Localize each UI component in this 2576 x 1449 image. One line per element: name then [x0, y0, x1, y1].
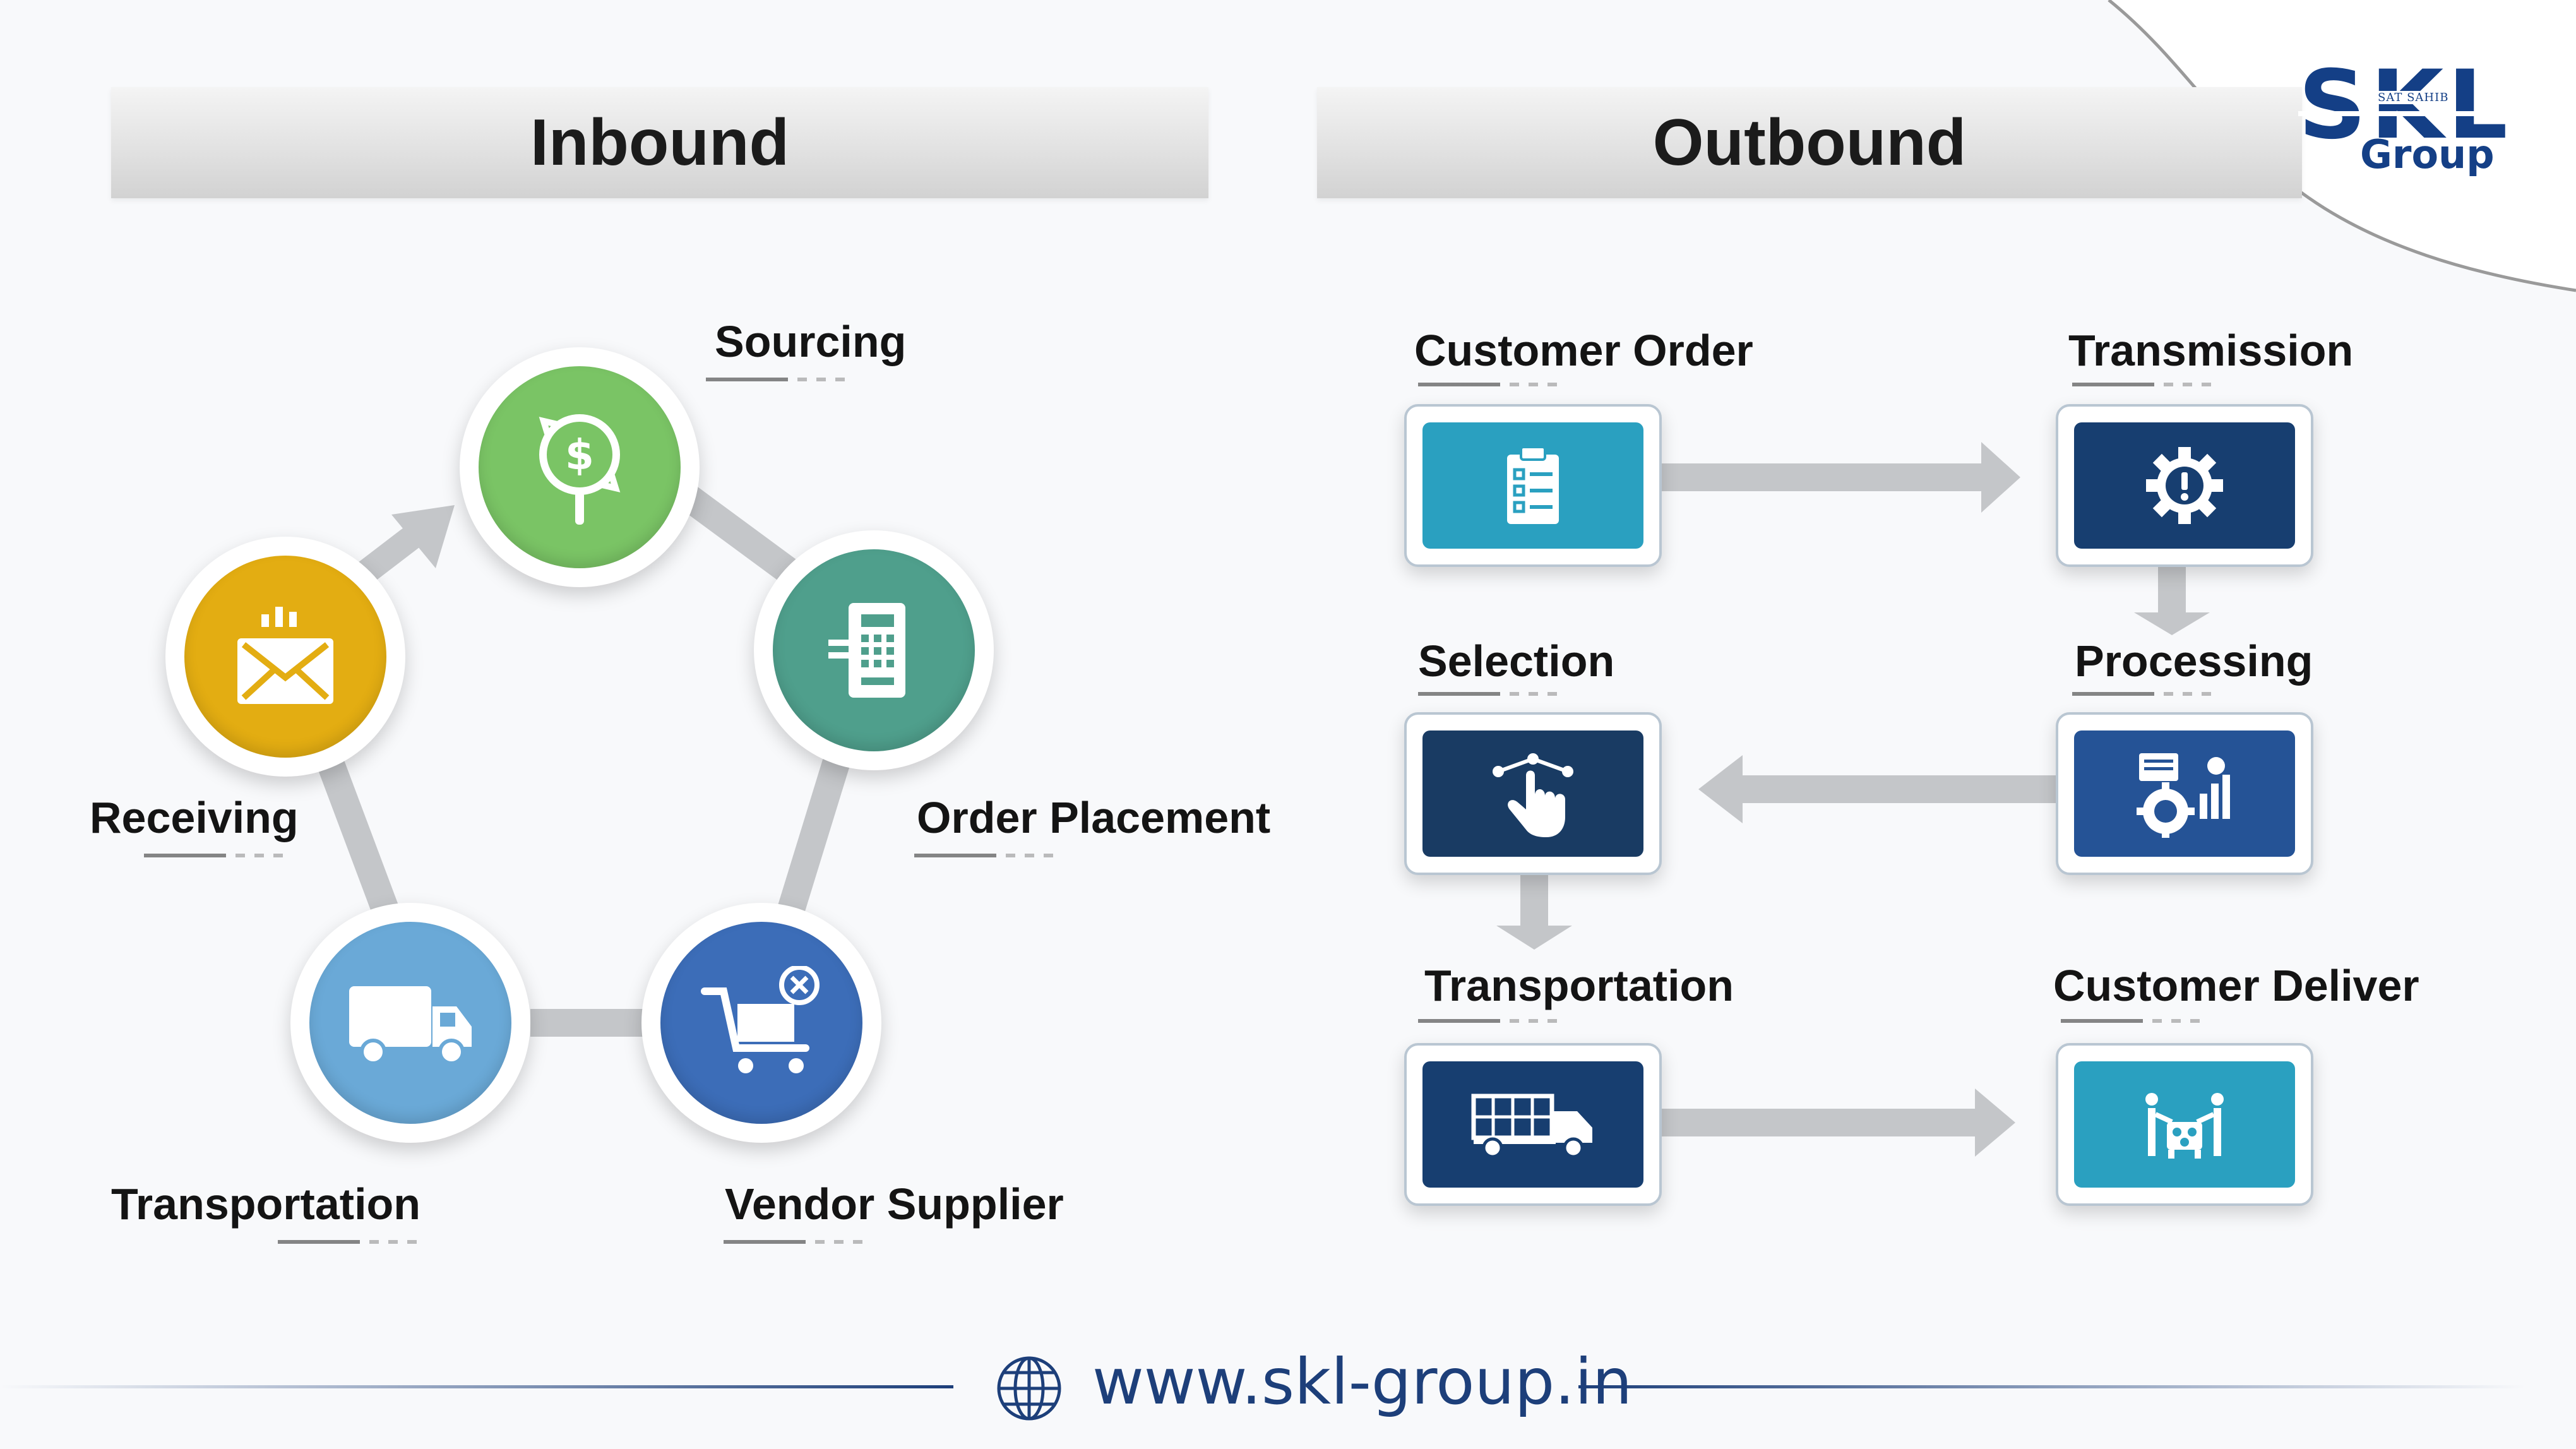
delivery-icon [2145, 1093, 2224, 1159]
selection-node [1404, 712, 1662, 875]
outbound-arrows [1496, 442, 2210, 1157]
order-placement-circle [773, 549, 975, 751]
transmission-node [2056, 404, 2313, 567]
truck-icon [349, 986, 472, 1065]
order-placement-underline [914, 854, 1072, 857]
footer-line-right [1578, 1385, 2525, 1388]
outbound-transportation-node [1404, 1043, 1662, 1206]
order-placement-node [754, 530, 994, 770]
receiving-label: Receiving [90, 793, 299, 842]
vendor-supplier-circle [660, 922, 862, 1124]
truck-icon [1471, 1094, 1592, 1159]
globe-icon [997, 1356, 1061, 1421]
vendor-supplier-node [641, 903, 881, 1143]
customer-order-box [1422, 422, 1643, 549]
gear-alert-icon [2146, 447, 2223, 524]
dollar-search-icon: $ [539, 414, 621, 525]
logo-stripe [2298, 111, 2538, 116]
inbound-transportation-node [290, 903, 530, 1143]
order-placement-label: Order Placement [917, 793, 1271, 842]
logo-group-text: Group [2360, 131, 2495, 177]
customer-delivery-label: Customer Deliver [2053, 963, 2419, 1008]
inbound-transportation-circle [309, 922, 511, 1124]
customer-delivery-box [2074, 1061, 2295, 1188]
inbound-header: Inbound [111, 87, 1208, 198]
footer-url[interactable]: www.skl-group.in [1092, 1345, 1633, 1419]
selection-underline [1418, 692, 1576, 696]
outbound-transportation-underline [1418, 1019, 1576, 1023]
footer-line-left [0, 1385, 953, 1388]
processing-underline [2072, 692, 2230, 696]
inbound-transportation-label: Transportation [111, 1179, 421, 1229]
receiving-underline [144, 854, 302, 857]
hand-pointer-icon [1493, 753, 1573, 837]
transmission-label: Transmission [2068, 326, 2354, 375]
selection-label: Selection [1418, 636, 1615, 686]
receiving-circle [184, 556, 386, 758]
logo-letters: SKL [2298, 51, 2512, 160]
envelope-icon [237, 607, 333, 704]
sourcing-label: Sourcing [715, 317, 907, 366]
sourcing-underline [706, 378, 864, 381]
customer-delivery-underline [2061, 1019, 2219, 1023]
outbound-header: Outbound [1317, 87, 2302, 198]
clipboard-icon [1507, 446, 1559, 524]
vendor-supplier-label: Vendor Supplier [725, 1179, 1064, 1229]
inbound-connectors [315, 481, 854, 1037]
receiving-node [165, 537, 405, 777]
customer-order-underline [1418, 383, 1576, 386]
pos-terminal-icon [828, 603, 905, 698]
customer-delivery-node [2056, 1043, 2313, 1206]
transmission-underline [2072, 383, 2230, 386]
sourcing-circle: $ [479, 366, 681, 568]
inbound-transportation-underline [278, 1240, 436, 1244]
selection-box [1422, 730, 1643, 857]
customer-order-node [1404, 404, 1662, 567]
transmission-box [2074, 422, 2295, 549]
logo-small-text: SAT SAHIB [2374, 91, 2453, 104]
processing-label: Processing [2075, 636, 2313, 686]
cart-icon [701, 966, 820, 1073]
outbound-transportation-label: Transportation [1424, 961, 1734, 1010]
processing-node [2056, 712, 2313, 875]
processing-box [2074, 730, 2295, 857]
sourcing-node: $ [460, 347, 700, 587]
processing-icon [2137, 753, 2230, 838]
svg-text:$: $ [565, 431, 594, 479]
customer-order-label: Customer Order [1414, 326, 1753, 375]
vendor-supplier-underline [724, 1240, 881, 1244]
outbound-transportation-box [1422, 1061, 1643, 1188]
